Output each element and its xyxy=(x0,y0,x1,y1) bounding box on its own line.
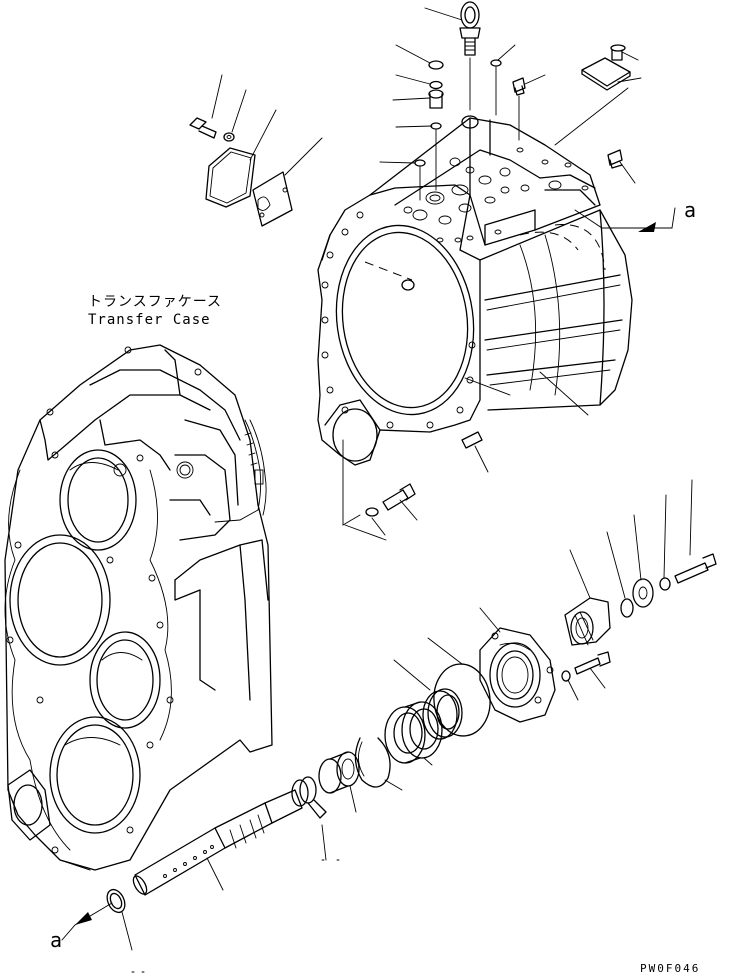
drawing-code: PW0F046 xyxy=(640,962,701,975)
arrow-right-ref xyxy=(574,207,676,232)
transmission-housing xyxy=(317,115,633,466)
stray-marks xyxy=(131,859,340,973)
arrow-left-ref xyxy=(61,902,113,941)
ref-mark-left: a xyxy=(50,928,63,952)
top-small-parts xyxy=(189,1,631,227)
ref-mark-right: a xyxy=(684,198,697,222)
transfer-case xyxy=(4,344,273,871)
caption-en: Transfer Case xyxy=(88,312,211,328)
leader-lines xyxy=(59,7,693,951)
caption-jp: トランスファケース xyxy=(88,294,223,310)
